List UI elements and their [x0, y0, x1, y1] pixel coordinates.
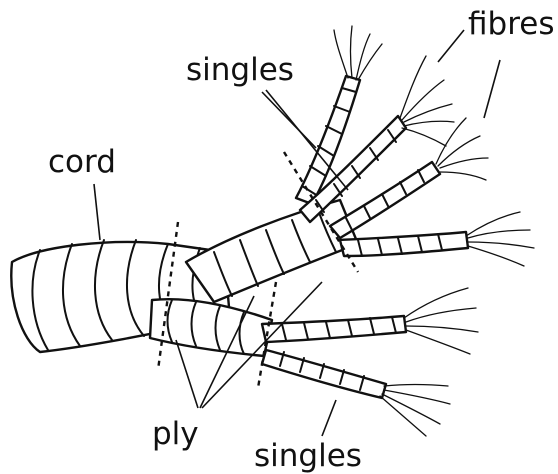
upper-ply [186, 200, 358, 302]
lower-ply [150, 299, 272, 356]
label-singles-top: singles [186, 52, 294, 88]
label-fibres: fibres [468, 6, 555, 42]
label-ply: ply [152, 416, 199, 452]
fibre-tufts [334, 26, 534, 436]
label-singles-bottom: singles [254, 438, 362, 474]
label-cord: cord [48, 144, 116, 180]
